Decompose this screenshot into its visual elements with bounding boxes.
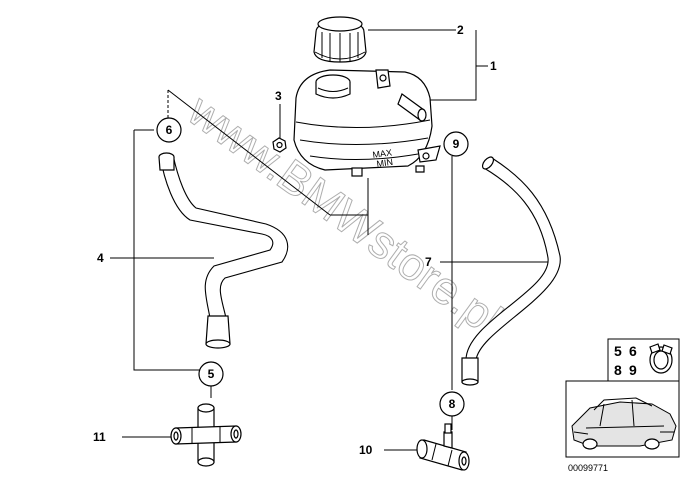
callout-8 xyxy=(439,391,465,417)
label-5: 5 xyxy=(208,367,215,381)
label-7: 7 xyxy=(425,255,432,269)
tank-min-mark: MIN xyxy=(376,157,394,169)
hose-clamp-icon xyxy=(649,343,673,374)
leaders-top xyxy=(279,29,488,138)
cross-connector-icon[interactable] xyxy=(170,403,242,467)
inset-label-5: 5 xyxy=(614,343,622,359)
inset-label-9: 9 xyxy=(629,362,637,378)
inset-clamp-box: 5 6 8 9 xyxy=(607,338,680,382)
label-10: 10 xyxy=(359,443,373,457)
catalog-number: 00099771 xyxy=(568,463,608,473)
callout-5 xyxy=(198,361,224,387)
label-11: 11 xyxy=(93,430,106,444)
label-6: 6 xyxy=(166,123,173,137)
expansion-tank-icon[interactable]: MAX MIN xyxy=(293,69,441,177)
reference-lines xyxy=(167,89,369,235)
nut-icon[interactable] xyxy=(272,137,287,153)
label-9: 9 xyxy=(453,137,460,151)
leaders-hose-7 xyxy=(440,156,548,430)
label-2: 2 xyxy=(457,23,464,37)
inset-label-6: 6 xyxy=(629,343,637,359)
coolant-hose-7-icon[interactable] xyxy=(461,155,561,386)
car-silhouette-icon xyxy=(571,397,677,450)
inset-car-box: 00099771 xyxy=(565,380,680,473)
label-1: 1 xyxy=(490,59,497,73)
tank-max-mark: MAX xyxy=(372,147,393,160)
tank-cap-icon[interactable] xyxy=(313,16,367,63)
coolant-hose-4-icon[interactable] xyxy=(158,152,289,349)
label-3: 3 xyxy=(275,89,282,103)
callout-9 xyxy=(443,131,469,157)
inset-label-8: 8 xyxy=(614,362,622,378)
t-connector-icon[interactable] xyxy=(416,423,470,471)
callout-6 xyxy=(156,117,182,143)
label-8: 8 xyxy=(449,397,456,411)
label-4: 4 xyxy=(97,251,104,265)
